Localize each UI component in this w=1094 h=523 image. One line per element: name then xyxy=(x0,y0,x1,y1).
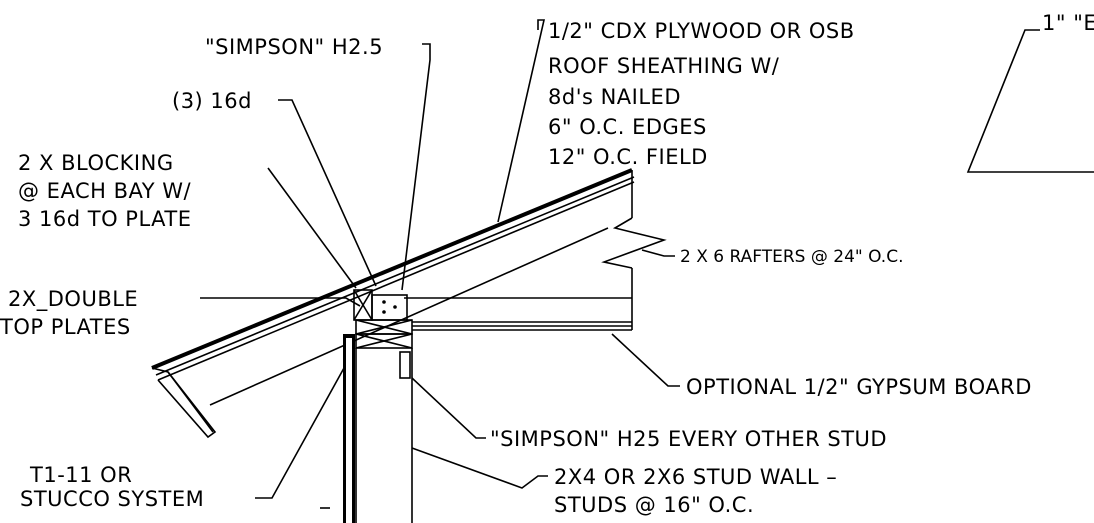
label-simpson-h25-top: "SIMPSON" H2.5 xyxy=(205,35,383,59)
double-top-plates xyxy=(355,319,413,349)
ceiling-joist xyxy=(404,297,633,331)
label-stud-wall-line-1: 2X4 OR 2X6 STUD WALL – xyxy=(554,465,837,489)
label-blocking-line-2: @ EACH BAY W/ xyxy=(18,179,191,203)
label-blocking-line-3: 3 16d TO PLATE xyxy=(18,207,191,231)
label-simpson-h25-stud: "SIMPSON" H25 EVERY OTHER STUD xyxy=(490,427,887,451)
label-gypsum: OPTIONAL 1/2" GYPSUM BOARD xyxy=(686,375,1032,399)
label-top-plates-line-1: 2X_DOUBLE xyxy=(8,287,138,312)
stud-wall xyxy=(320,334,413,523)
roof-sheathing xyxy=(151,168,635,381)
label-cutoff-note: 1" "E xyxy=(1042,11,1094,35)
label-stud-wall-line-2: STUDS @ 16" O.C. xyxy=(554,493,754,517)
label-sheathing-line-3: 8d's NAILED xyxy=(548,85,681,109)
label-sheathing-line-2: ROOF SHEATHING W/ xyxy=(548,54,780,78)
rafter xyxy=(151,170,667,439)
label-sheathing-line-1: 1/2" CDX PLYWOOD OR OSB xyxy=(548,19,855,43)
label-sheathing-line-4: 6" O.C. EDGES xyxy=(548,115,707,139)
label-top-plates-line-2: TOP PLATES xyxy=(0,315,131,339)
hurricane-clip xyxy=(371,294,408,321)
label-siding-line-1: T1-11 OR xyxy=(29,463,132,487)
label-sheathing-line-5: 12" O.C. FIELD xyxy=(548,145,708,169)
label-nails-16d: (3) 16d xyxy=(172,89,252,113)
leader-lines xyxy=(200,19,680,499)
partial-detail xyxy=(966,29,1094,173)
label-rafters: 2 X 6 RAFTERS @ 24" O.C. xyxy=(680,247,903,267)
label-blocking-line-1: 2 X BLOCKING xyxy=(18,151,174,175)
label-siding-line-2: STUCCO SYSTEM xyxy=(20,487,204,511)
